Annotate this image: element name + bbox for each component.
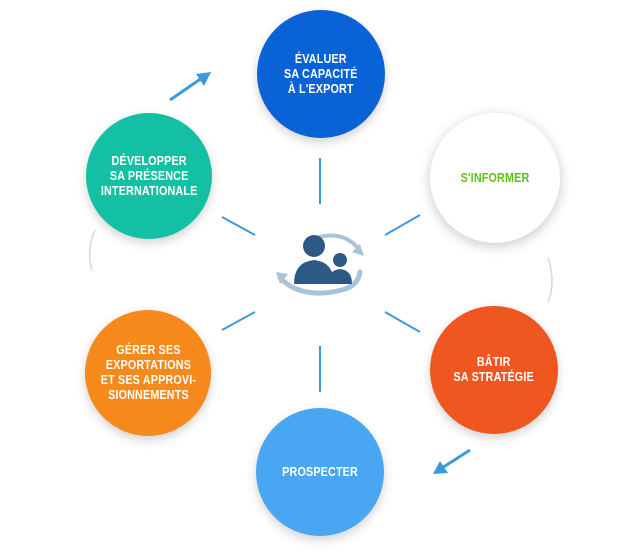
spoke-gerer <box>221 311 256 331</box>
people-cycle-icon <box>276 233 364 296</box>
spoke-batir <box>384 311 421 333</box>
step-prospecter-label: PROSPECTER <box>282 464 358 479</box>
step-evaluer-button[interactable]: ÉVALUER SA CAPACITÉ À L'EXPORT <box>257 10 385 138</box>
step-informer-button[interactable]: S'INFORMER <box>430 113 560 243</box>
step-gerer-label: GÉRER SES EXPORTATIONS ET SES APPROVI- S… <box>100 343 196 402</box>
arrow-icon-top-left <box>169 72 211 102</box>
step-developper-button[interactable]: DÉVELOPPER SA PRÉSENCE INTERNATIONALE <box>86 113 212 239</box>
step-developper-label: DÉVELOPPER SA PRÉSENCE INTERNATIONALE <box>100 153 198 198</box>
step-evaluer-label: ÉVALUER SA CAPACITÉ À L'EXPORT <box>284 51 358 96</box>
spoke-informer <box>384 214 421 236</box>
step-batir-label: BÂTIR SA STRATÉGIE <box>453 355 535 384</box>
step-prospecter-button[interactable]: PROSPECTER <box>256 408 384 536</box>
step-gerer-button[interactable]: GÉRER SES EXPORTATIONS ET SES APPROVI- S… <box>85 310 211 436</box>
cycle-arc-left <box>88 229 96 271</box>
spoke-developper <box>221 216 256 236</box>
step-informer-label: S'INFORMER <box>460 170 530 185</box>
step-batir-button[interactable]: BÂTIR SA STRATÉGIE <box>430 306 558 434</box>
arrow-icon-bottom-right <box>433 448 471 474</box>
cycle-arc-right <box>547 257 553 303</box>
